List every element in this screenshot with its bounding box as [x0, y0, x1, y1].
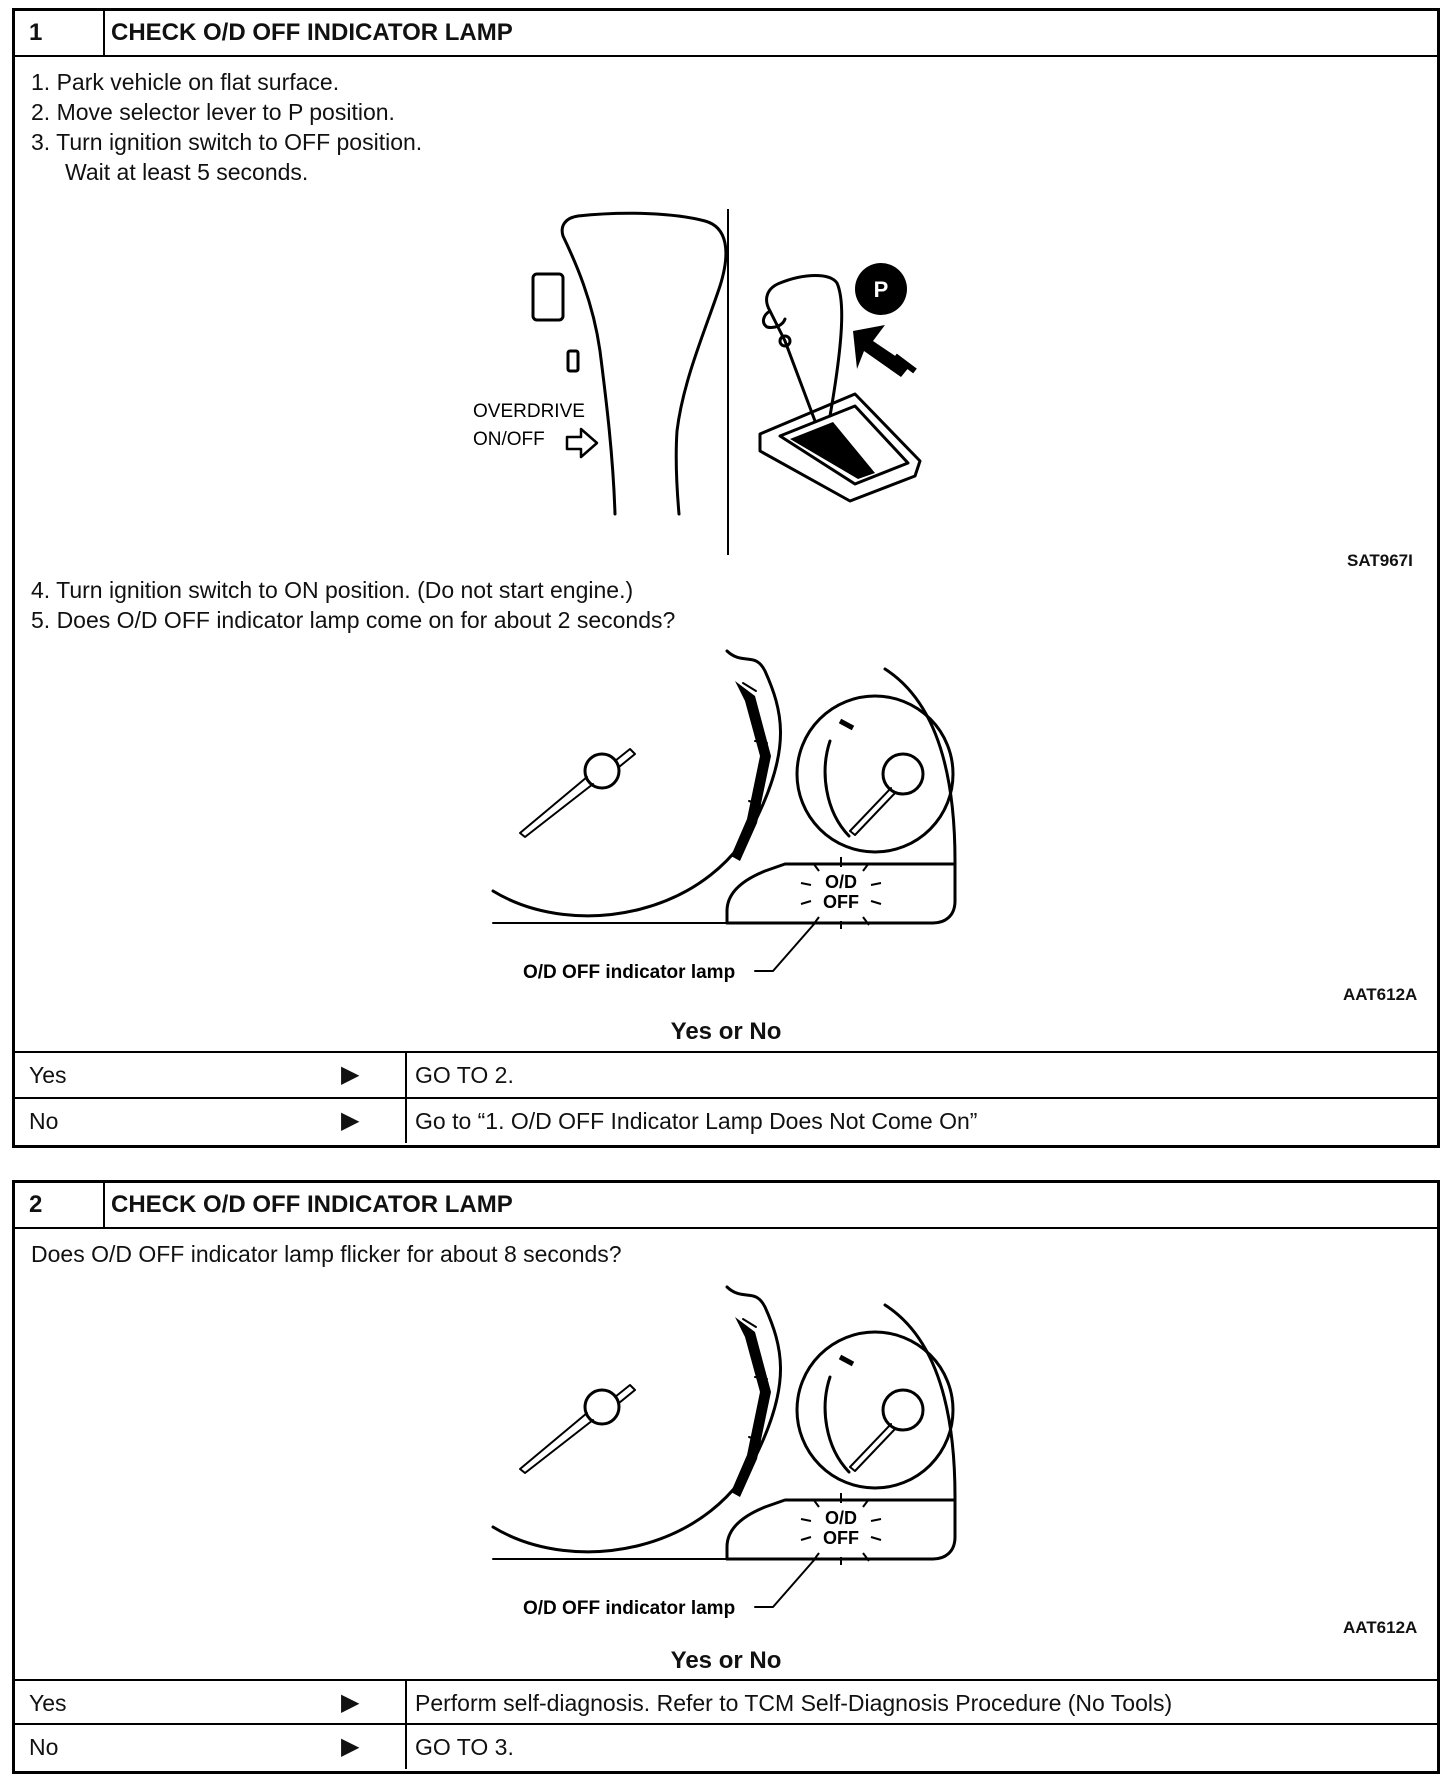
step1-yes-row: Yes ▶ GO TO 2. [15, 1051, 1437, 1097]
no-label: No [29, 1108, 59, 1134]
onoff-label: ON/OFF [473, 429, 545, 450]
yes-label: Yes [29, 1062, 67, 1088]
step1-title: CHECK O/D OFF INDICATOR LAMP [111, 19, 513, 46]
step1-header: 1 CHECK O/D OFF INDICATOR LAMP [15, 11, 1437, 57]
step1-no-row: No ▶ Go to “1. O/D OFF Indicator Lamp Do… [15, 1097, 1437, 1143]
step1-number: 1 [15, 11, 105, 55]
shift-knob-drawing [531, 211, 728, 516]
step2-no-row: No ▶ GO TO 3. [15, 1723, 1437, 1769]
lamp-text-od: O/D [825, 872, 857, 892]
step2-yes-row: Yes ▶ Perform self-diagnosis. Refer to T… [15, 1679, 1437, 1725]
speedometer-drawing [491, 649, 782, 918]
step1-instruction-5: 5. Does O/D OFF indicator lamp come on f… [31, 607, 676, 633]
yes-or-no-label: Yes or No [670, 1647, 782, 1674]
od-off-indicator-lamp: O/D OFF [800, 1493, 882, 1565]
cluster-housing-drawing [492, 1303, 957, 1561]
step2-header: 2 CHECK O/D OFF INDICATOR LAMP [15, 1183, 1437, 1229]
right-triangle-icon: ▶ [341, 1689, 360, 1716]
selector-lever-figure: OVERDRIVE ON/OFF P [473, 209, 922, 555]
no-result: GO TO 3. [405, 1725, 1437, 1769]
step1-instruction-4: 4. Turn ignition switch to ON position. … [31, 577, 634, 603]
fig2-code: AAT612A [1343, 985, 1418, 1004]
step2-box: 2 CHECK O/D OFF INDICATOR LAMP Does O/D … [12, 1180, 1440, 1774]
p-badge-label: P [874, 277, 889, 302]
gauge-cluster-figure: O/D OFF O/D OFF indicator lamp [491, 649, 957, 983]
step2-question: Does O/D OFF indicator lamp flicker for … [31, 1241, 622, 1267]
indicator-lamp-callout: O/D OFF indicator lamp [523, 962, 735, 983]
speedometer-drawing [491, 1285, 782, 1554]
gear-lever-drawing [758, 274, 922, 503]
lamp-text-off: OFF [823, 1528, 859, 1548]
yes-or-no-label: Yes or No [670, 1018, 782, 1045]
right-triangle-icon: ▶ [341, 1733, 360, 1760]
step2-number: 2 [15, 1183, 105, 1227]
step1-box: 1 CHECK O/D OFF INDICATOR LAMP 1. Park v… [12, 8, 1440, 1148]
fuel-gauge-drawing [795, 694, 955, 854]
p-badge-circle [855, 263, 907, 315]
fig1-code: SAT967I [1347, 551, 1413, 570]
right-arrow-icon [565, 427, 599, 459]
lamp-text-off: OFF [823, 892, 859, 912]
indicator-lamp-callout: O/D OFF indicator lamp [523, 1598, 735, 1619]
right-triangle-icon: ▶ [341, 1061, 360, 1088]
callout-line [754, 1558, 816, 1608]
step1-instruction-3: 3. Turn ignition switch to OFF position. [31, 129, 423, 155]
overdrive-label: OVERDRIVE [473, 401, 585, 422]
step1-instruction-3-note: Wait at least 5 seconds. [65, 159, 309, 185]
no-result: Go to “1. O/D OFF Indicator Lamp Does No… [405, 1099, 1437, 1143]
yes-result: Perform self-diagnosis. Refer to TCM Sel… [405, 1681, 1437, 1725]
yes-result: GO TO 2. [405, 1053, 1437, 1097]
fig3-code: AAT612A [1343, 1618, 1418, 1637]
step1-instruction-1: 1. Park vehicle on flat surface. [31, 69, 340, 95]
fuel-gauge-drawing [795, 1330, 955, 1490]
right-triangle-icon: ▶ [341, 1107, 360, 1134]
step2-title: CHECK O/D OFF INDICATOR LAMP [111, 1191, 513, 1218]
callout-line [754, 922, 816, 972]
yes-label: Yes [29, 1690, 67, 1716]
gauge-cluster-figure-2: O/D OFF O/D OFF indicator lamp [491, 1285, 957, 1619]
cluster-housing-drawing [492, 667, 957, 925]
push-arrow-icon [853, 325, 917, 377]
lamp-text-od: O/D [825, 1508, 857, 1528]
no-label: No [29, 1734, 59, 1760]
step1-instruction-2: 2. Move selector lever to P position. [31, 99, 395, 125]
